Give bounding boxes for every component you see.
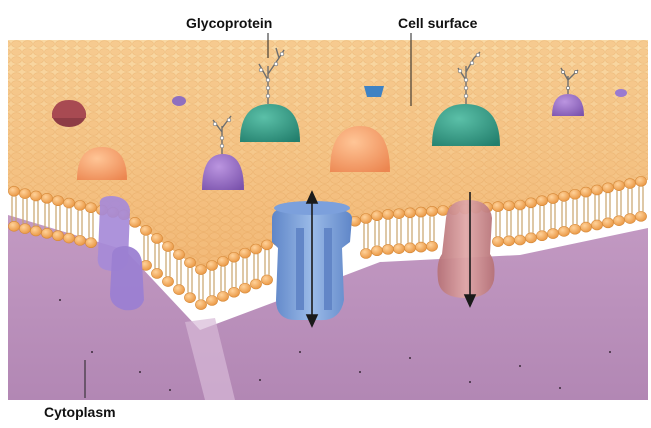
small-purple-protein [172,96,186,106]
small-blue-protein [364,86,384,97]
lavender-protein-lower [110,246,144,310]
label-glycoprotein: Glycoprotein [186,15,272,31]
label-cell-surface: Cell surface [398,15,477,31]
small-purple-protein-right [615,89,627,97]
label-cytoplasm: Cytoplasm [44,404,116,420]
